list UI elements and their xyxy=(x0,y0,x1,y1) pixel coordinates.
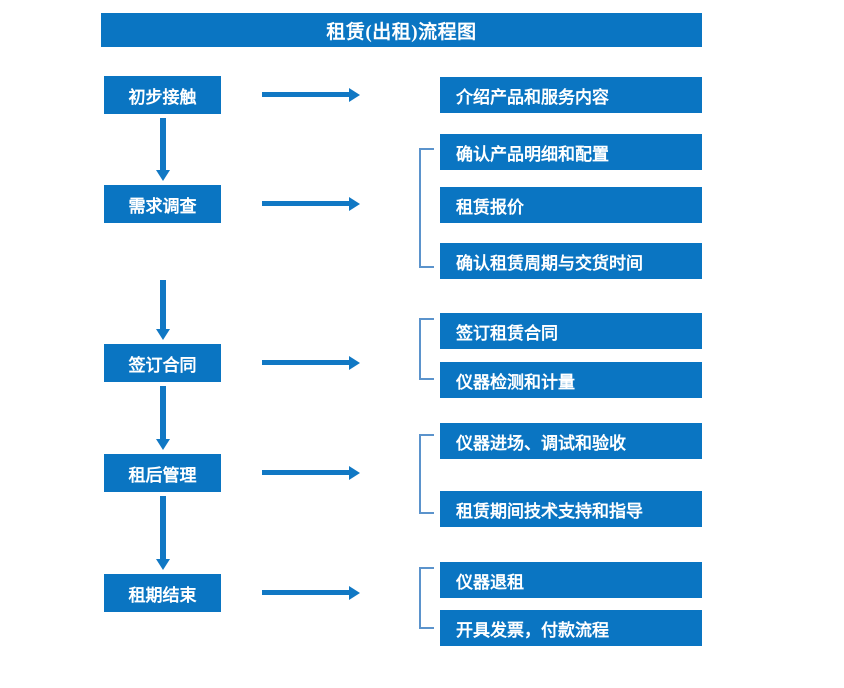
down-arrow-shaft-2 xyxy=(160,280,166,329)
detail-box-2[interactable]: 确认产品明细和配置 xyxy=(440,134,702,170)
right-arrow-head-1 xyxy=(349,88,360,102)
down-arrow-icon-3 xyxy=(156,386,170,450)
detail-box-10[interactable]: 开具发票，付款流程 xyxy=(440,610,702,646)
down-arrow-shaft-1 xyxy=(160,118,166,170)
down-arrow-shaft-3 xyxy=(160,386,166,439)
right-arrow-icon-3 xyxy=(262,356,360,370)
stage-box-4[interactable]: 租后管理 xyxy=(104,454,221,492)
detail-label-10: 开具发票，付款流程 xyxy=(456,620,609,640)
down-arrow-shaft-4 xyxy=(160,496,166,559)
stage-label-4: 租后管理 xyxy=(128,465,197,485)
group-bracket-2 xyxy=(419,318,434,380)
right-arrow-head-4 xyxy=(349,466,360,480)
detail-label-4: 确认租赁周期与交货时间 xyxy=(456,253,643,273)
detail-box-7[interactable]: 仪器进场、调试和验收 xyxy=(440,423,702,459)
detail-label-8: 租赁期间技术支持和指导 xyxy=(456,501,643,521)
stage-box-1[interactable]: 初步接触 xyxy=(104,76,221,114)
detail-box-9[interactable]: 仪器退租 xyxy=(440,562,702,598)
down-arrow-icon-2 xyxy=(156,280,170,340)
group-bracket-4 xyxy=(419,567,434,629)
right-arrow-icon-5 xyxy=(262,586,360,600)
stage-label-5: 租期结束 xyxy=(128,585,197,605)
right-arrow-icon-4 xyxy=(262,466,360,480)
right-arrow-head-5 xyxy=(349,586,360,600)
detail-box-3[interactable]: 租赁报价 xyxy=(440,187,702,223)
diagram-title-bar: 租赁(出租)流程图 xyxy=(101,13,702,47)
detail-label-6: 仪器检测和计量 xyxy=(456,372,575,392)
detail-box-1[interactable]: 介绍产品和服务内容 xyxy=(440,77,702,113)
down-arrow-head-4 xyxy=(156,559,170,570)
right-arrow-head-2 xyxy=(349,197,360,211)
detail-label-2: 确认产品明细和配置 xyxy=(456,144,609,164)
group-bracket-3 xyxy=(419,434,434,514)
right-arrow-shaft-2 xyxy=(262,201,350,206)
detail-label-3: 租赁报价 xyxy=(456,197,524,217)
detail-box-8[interactable]: 租赁期间技术支持和指导 xyxy=(440,491,702,527)
stage-label-2: 需求调查 xyxy=(128,196,197,216)
detail-box-6[interactable]: 仪器检测和计量 xyxy=(440,362,702,398)
stage-box-2[interactable]: 需求调查 xyxy=(104,185,221,223)
stage-label-1: 初步接触 xyxy=(128,87,197,107)
down-arrow-head-2 xyxy=(156,329,170,340)
right-arrow-icon-2 xyxy=(262,197,360,211)
detail-box-5[interactable]: 签订租赁合同 xyxy=(440,313,702,349)
right-arrow-shaft-4 xyxy=(262,470,350,475)
right-arrow-head-3 xyxy=(349,356,360,370)
detail-label-5: 签订租赁合同 xyxy=(456,323,558,343)
stage-box-5[interactable]: 租期结束 xyxy=(104,574,221,612)
down-arrow-head-3 xyxy=(156,439,170,450)
down-arrow-icon-4 xyxy=(156,496,170,570)
group-bracket-1 xyxy=(419,148,434,268)
right-arrow-shaft-1 xyxy=(262,92,350,97)
detail-box-4[interactable]: 确认租赁周期与交货时间 xyxy=(440,243,702,279)
page-title: 租赁(出租)流程图 xyxy=(326,21,477,43)
right-arrow-shaft-5 xyxy=(262,590,350,595)
stage-box-3[interactable]: 签订合同 xyxy=(104,344,221,382)
stage-label-3: 签订合同 xyxy=(128,355,197,375)
down-arrow-head-1 xyxy=(156,170,170,181)
detail-label-9: 仪器退租 xyxy=(456,572,524,592)
right-arrow-icon-1 xyxy=(262,88,360,102)
detail-label-1: 介绍产品和服务内容 xyxy=(456,87,609,107)
right-arrow-shaft-3 xyxy=(262,360,350,365)
detail-label-7: 仪器进场、调试和验收 xyxy=(456,433,626,453)
down-arrow-icon-1 xyxy=(156,118,170,181)
